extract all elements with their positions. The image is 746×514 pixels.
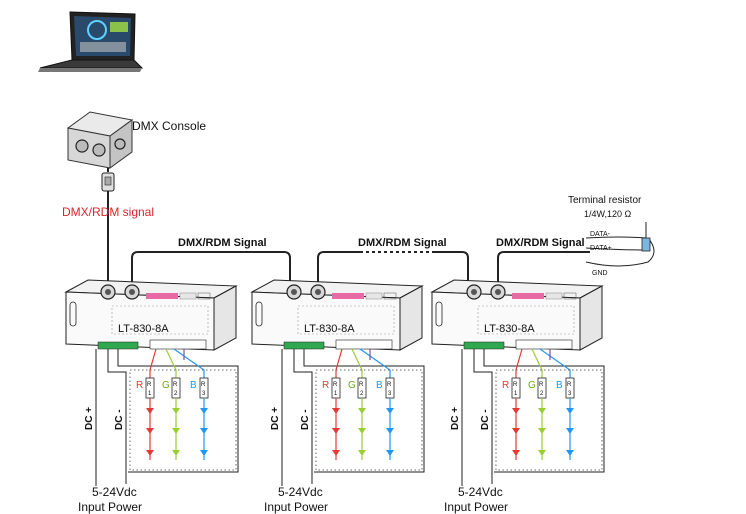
resistor-b-label: R bbox=[567, 382, 572, 388]
channel-r-label: R bbox=[502, 380, 509, 391]
gnd-label: GND bbox=[592, 270, 608, 277]
resistor-r-label: R bbox=[147, 382, 152, 388]
led-icons bbox=[512, 408, 574, 456]
data-minus-label: DATA- bbox=[590, 231, 611, 238]
power-input-label: Input Power bbox=[264, 500, 328, 514]
channel-g-label: G bbox=[348, 380, 356, 391]
terminal-resistor-spec: 1/4W,120 Ω bbox=[584, 209, 632, 219]
laptop-icon bbox=[38, 11, 144, 72]
resistor-b-num: 3 bbox=[568, 391, 572, 397]
resistor-g-label: R bbox=[539, 382, 544, 388]
channel-b-label: B bbox=[556, 380, 563, 391]
power-voltage-label: 5-24Vdc bbox=[278, 485, 323, 499]
resistor-b-num: 3 bbox=[388, 391, 392, 397]
power-input-label: Input Power bbox=[444, 500, 508, 514]
decoder-model-label: LT-830-8A bbox=[118, 323, 169, 335]
decoder-unit: LT-830-8A DC + DC - R R 1 G R 2 B R 3 bbox=[250, 279, 425, 514]
resistor-icon bbox=[641, 237, 651, 252]
terminal-resistor-title: Terminal resistor bbox=[568, 195, 642, 206]
resistor-r-label: R bbox=[513, 382, 518, 388]
data-plus-label: DATA+ bbox=[590, 245, 612, 252]
power-voltage-label: 5-24Vdc bbox=[458, 485, 503, 499]
bus-label-2: DMX/RDM Signal bbox=[358, 237, 447, 249]
console-label: DMX Console bbox=[132, 119, 206, 133]
dc-plus-label: DC + bbox=[84, 407, 95, 430]
dc-minus-label: DC - bbox=[480, 409, 491, 430]
resistor-g-num: 2 bbox=[174, 391, 178, 397]
channel-b-label: B bbox=[376, 380, 383, 391]
terminal-wires bbox=[585, 222, 655, 267]
decoder-model-label: LT-830-8A bbox=[484, 323, 535, 335]
led-icons bbox=[332, 408, 394, 456]
led-icons bbox=[146, 408, 208, 456]
bus-label-3: DMX/RDM Signal bbox=[496, 237, 585, 249]
decoder-unit: LT-830-8A DC + DC - R R 1 G R 2 B R 3 bbox=[64, 279, 239, 514]
decoder-model-label: LT-830-8A bbox=[304, 323, 355, 335]
power-voltage-label: 5-24Vdc bbox=[92, 485, 137, 499]
resistor-b-num: 3 bbox=[202, 391, 206, 397]
bus-cables bbox=[131, 251, 590, 286]
power-input-label: Input Power bbox=[78, 500, 142, 514]
xlr-plug-icon bbox=[101, 172, 115, 192]
decoder-unit: LT-830-8A DC + DC - R R 1 G R 2 B R 3 bbox=[430, 279, 605, 514]
resistor-g-label: R bbox=[359, 382, 364, 388]
dc-minus-label: DC - bbox=[114, 409, 125, 430]
signal-label: DMX/RDM signal bbox=[62, 205, 154, 219]
channel-g-label: G bbox=[528, 380, 536, 391]
dc-plus-label: DC + bbox=[270, 407, 281, 430]
dmx-console-icon bbox=[66, 111, 134, 169]
resistor-b-label: R bbox=[387, 382, 392, 388]
resistor-r-num: 1 bbox=[148, 391, 152, 397]
dc-plus-label: DC + bbox=[450, 407, 461, 430]
resistor-r-num: 1 bbox=[514, 391, 518, 397]
resistor-g-num: 2 bbox=[360, 391, 364, 397]
resistor-r-label: R bbox=[333, 382, 338, 388]
resistor-r-num: 1 bbox=[334, 391, 338, 397]
dc-minus-label: DC - bbox=[300, 409, 311, 430]
resistor-g-num: 2 bbox=[540, 391, 544, 397]
resistor-b-label: R bbox=[201, 382, 206, 388]
channel-r-label: R bbox=[136, 380, 143, 391]
resistor-g-label: R bbox=[173, 382, 178, 388]
bus-label-1: DMX/RDM Signal bbox=[178, 237, 267, 249]
channel-g-label: G bbox=[162, 380, 170, 391]
channel-r-label: R bbox=[322, 380, 329, 391]
channel-b-label: B bbox=[190, 380, 197, 391]
